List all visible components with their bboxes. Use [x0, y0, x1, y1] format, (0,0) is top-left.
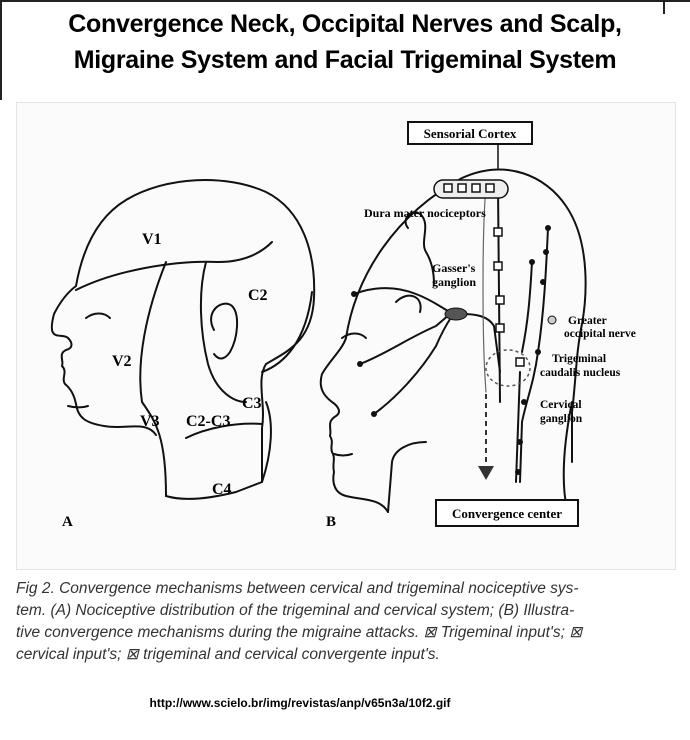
tract-box-3: [495, 295, 505, 305]
head-b-outline: [319, 168, 587, 513]
eye-a: [85, 312, 111, 319]
head-a-neck-back: [261, 291, 313, 373]
nerve-dot-3: [371, 411, 377, 417]
nerve-dot-8: [529, 259, 535, 265]
region-label-c3: C3: [242, 395, 262, 412]
panel-a-label: A: [62, 514, 73, 530]
convergence-center-box: [435, 499, 579, 527]
dermatome-border-v3: [141, 401, 167, 497]
nerve-dot-2: [357, 361, 363, 367]
cervical-ganglion-label-2: ganglion: [540, 413, 583, 425]
tract-box-4: [495, 323, 505, 333]
ear-b: [395, 294, 422, 313]
nerve-branch-upper: [353, 287, 451, 313]
dura-mater-label: Dura mater nociceptors: [364, 206, 486, 220]
gasser-ganglion-marker: [444, 307, 468, 321]
cervical-descent: [515, 371, 521, 483]
dermatome-border-c3: [261, 401, 272, 483]
nerve-dot-5: [543, 249, 549, 255]
nerve-branch-middle: [359, 313, 451, 365]
receptor-box-2: [457, 183, 467, 193]
trigeminal-label-1: Trigeminal: [552, 353, 606, 365]
nerve-diagram: V1 V2 V3 C2 C2-C3 C3 C4 A: [16, 102, 676, 570]
cervical-ganglion-label-1: Cervical: [540, 399, 582, 411]
nerve-dot-11: [515, 469, 521, 475]
caudalis-nucleus-region: [485, 349, 531, 387]
cortex-receptor-boxes: [443, 183, 495, 193]
sensorial-cortex-label: Sensorial Cortex: [424, 126, 517, 141]
caption-line-3: tive convergence mechanisms during the m…: [16, 624, 583, 641]
panel-b-label: B: [326, 514, 336, 530]
eye-b: [341, 332, 367, 339]
region-label-c2: C2: [248, 287, 268, 304]
nerve-dot-4: [545, 225, 551, 231]
tract-box-2: [493, 261, 503, 271]
head-a-outline: [50, 179, 316, 500]
dermatome-border-c2c3: [185, 422, 263, 439]
nerve-dot-6: [540, 279, 546, 285]
title-line-2: Migraine System and Facial Trigeminal Sy…: [73, 46, 617, 74]
caption-line-1: Fig 2. Convergence mechanisms between ce…: [16, 580, 579, 597]
nerve-dot-7: [535, 349, 541, 355]
receptor-box-1: [443, 183, 453, 193]
sensorial-cortex-box: [407, 121, 533, 145]
frame-left-border: [0, 0, 2, 100]
receptor-box-3: [471, 183, 481, 193]
ascending-tract-left: [482, 185, 487, 393]
trigeminal-label-2: caudalis nucleus: [540, 367, 621, 379]
mouth-b: [333, 453, 353, 457]
greater-occipital-label-2: occipital nerve: [564, 328, 636, 340]
caption-line-2: tem. (A) Nociceptive distribution of the…: [16, 602, 575, 619]
gasser-label-1: Gasser's: [432, 261, 476, 275]
mouth-a: [67, 405, 89, 409]
frame-right-border: [663, 0, 665, 14]
convergence-arrow-head: [478, 466, 494, 480]
occipital-nerve-b: [521, 261, 533, 353]
title-line-1: Convergence Neck, Occipital Nerves and S…: [68, 10, 622, 38]
nerve-dot-1: [351, 291, 357, 297]
panel-a: [50, 179, 316, 500]
figure-caption: Fig 2. Convergence mechanisms between ce…: [16, 578, 676, 666]
region-label-v3: V3: [140, 413, 160, 430]
region-label-v1: V1: [142, 231, 162, 248]
nerve-branch-lower: [373, 315, 453, 415]
head-b-neck-front: [387, 441, 427, 513]
convergence-center-label: Convergence center: [452, 506, 562, 521]
tract-input-boxes: [493, 227, 525, 367]
region-label-c2c3: C2-C3: [186, 413, 230, 430]
greater-occipital-label-1: Greater: [568, 315, 607, 327]
ascending-tract: [497, 185, 501, 403]
caption-line-4: cervical input's; ⊠ trigeminal and cervi…: [16, 646, 440, 663]
occipital-marker: [547, 315, 557, 325]
dermatome-border-v1: [75, 241, 273, 291]
page-title: Convergence Neck, Occipital Nerves and S…: [0, 6, 690, 78]
region-label-c4: C4: [212, 481, 232, 498]
ear-a: [210, 302, 238, 360]
receptor-box-4: [485, 183, 495, 193]
source-url: http://www.scielo.br/img/revistas/anp/v6…: [149, 696, 451, 710]
tract-box-5: [515, 357, 525, 367]
dermatome-border-v2: [139, 261, 167, 403]
tract-box-1: [493, 227, 503, 237]
nerve-dot-10: [517, 439, 523, 445]
dermatome-border-c2: [199, 261, 247, 403]
dura-loop: [404, 211, 435, 285]
nerve-dots: [351, 225, 551, 475]
gasser-label-2: ganglion: [432, 275, 476, 289]
region-label-v2: V2: [112, 353, 132, 370]
frame-top-border: [0, 0, 690, 2]
nerve-dot-9: [521, 399, 527, 405]
